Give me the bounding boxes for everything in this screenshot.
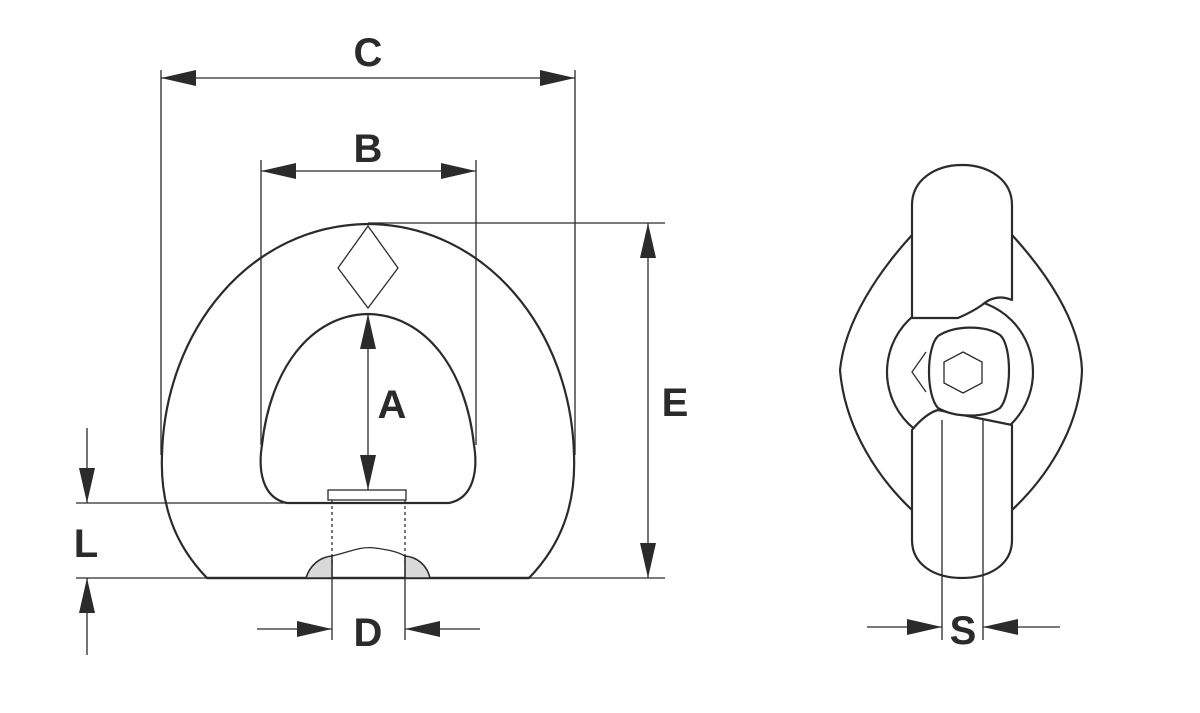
dim-C-label: C [354,31,383,75]
dim-C-arrow-right [540,70,575,86]
dim-B-arrow-left [261,163,296,179]
dim-B-arrow-right [441,163,476,179]
dim-S-arrow-right [983,619,1018,635]
thread-plate [327,489,407,501]
side-lower-shank [910,408,1014,580]
dimension-B: B [260,127,477,445]
dimension-S: S [867,420,1060,653]
dimension-C: C [160,31,576,455]
dim-S-arrow-left [907,619,942,635]
dim-B-label: B [354,127,383,171]
side-hex-socket [943,351,983,394]
dim-E-arrow-bottom [640,543,656,578]
dim-D-label: D [354,611,383,655]
dimension-D: D [257,578,480,655]
dim-L-arrow-top [79,468,95,503]
side-bolt-housing [927,326,1011,417]
dim-C-arrow-left [161,70,196,86]
dim-D-arrow-right [405,621,440,637]
front-view [160,222,576,580]
dim-L-arrow-bottom [79,578,95,613]
eye-outer-outline [160,222,576,580]
side-nut-flat [911,351,927,393]
side-view [838,163,1084,580]
dim-L-label: L [74,522,98,566]
dimension-A: A [360,314,406,490]
diamond-mark [337,224,399,310]
thread-section-right [404,555,432,579]
side-upper-shank [910,163,1014,320]
dimension-E: E [368,222,689,579]
dimension-L: L [74,428,287,655]
dim-D-arrow-left [297,621,332,637]
dim-E-label: E [662,381,689,425]
thread-section-left [304,555,333,579]
dim-A-arrow-bottom [360,455,376,490]
dim-E-arrow-top [640,223,656,258]
dim-A-arrow-top [360,314,376,349]
thread-break-line [331,546,406,557]
dim-S-label: S [950,609,977,653]
dim-A-label: A [378,383,407,427]
